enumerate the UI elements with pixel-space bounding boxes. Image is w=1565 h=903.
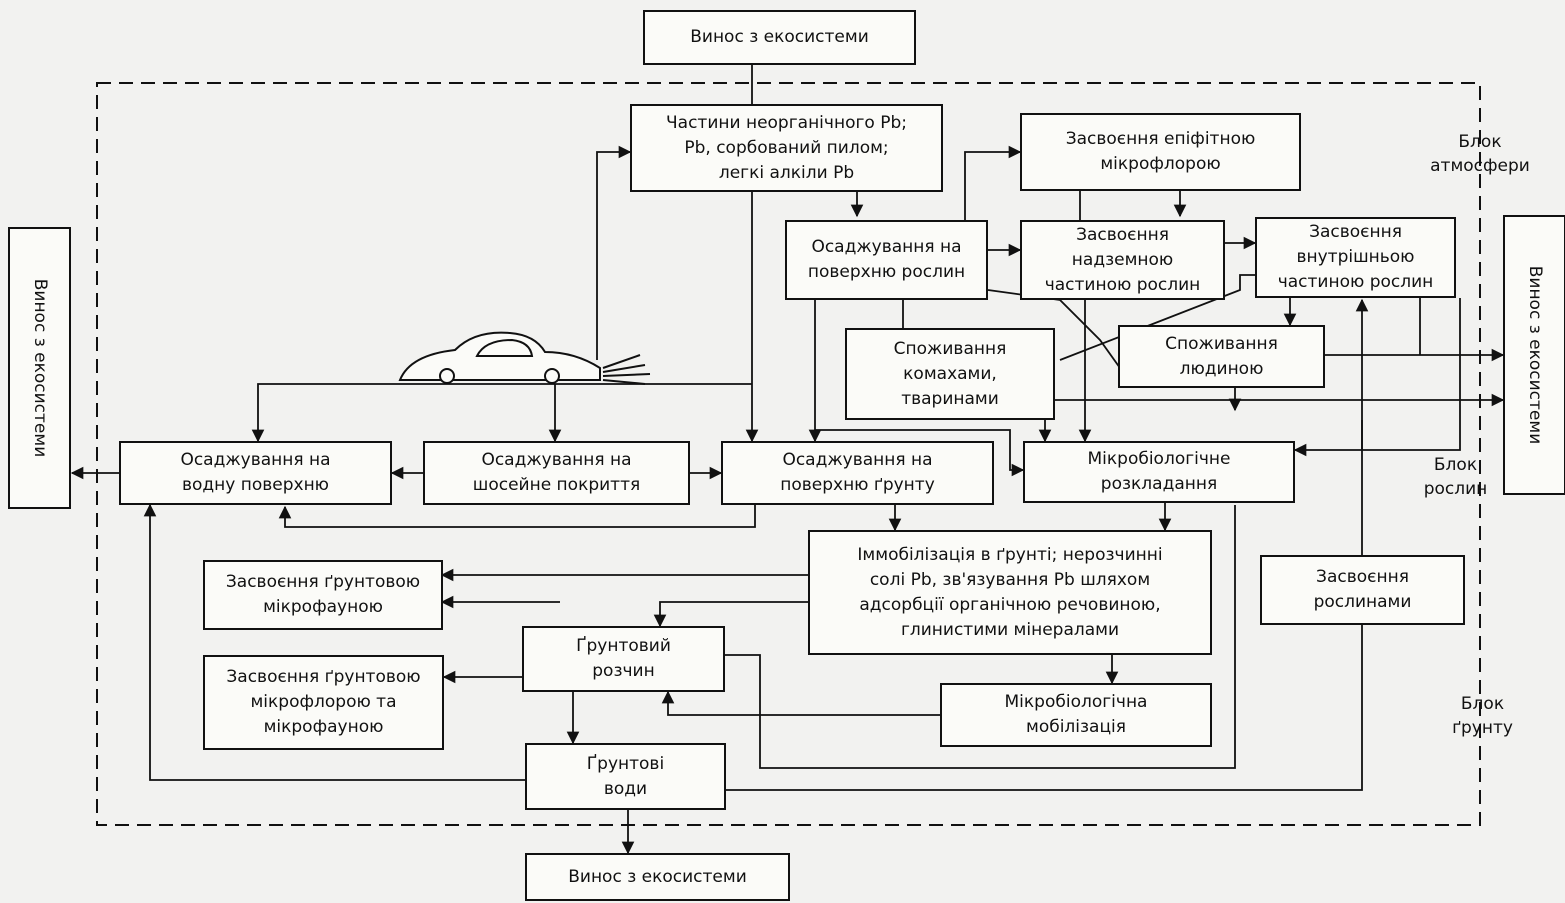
dep-soil-box: Осаджування на поверхню ґрунту [721,441,994,505]
above-ground-label: Засвоєння надземною частиною рослин [1044,224,1201,295]
connector [143,503,525,781]
connector [653,601,808,628]
soil-microfauna-box: Засвоєння ґрунтовою мікрофауною [203,560,443,630]
soil-solution-label: Ґрунтовий розчин [576,636,671,681]
out-top-box: Винос з екосистеми [643,10,916,65]
plants-uptake-box: Засвоєння рослинами [1260,555,1465,625]
dep-water-box: Осаджування на водну поверхню [119,441,392,505]
epiphyte-label: Засвоєння епіфітною мікрофлорою [1065,129,1256,174]
out-left-box: Винос з екосистеми [8,227,71,509]
dep-plants-box: Осаджування на поверхню рослин [785,220,988,300]
ecosystem-boundary [96,82,1481,826]
connector [964,145,1022,220]
human-box: Споживання людиною [1118,325,1325,388]
atmosphere-block-label: Блок атмосфери [1430,132,1530,176]
immobilization-label: Іммобілізація в ґрунті; нерозчинні солі … [857,544,1163,640]
particles-label: Частини неорганічного Pb; Pb, сорбований… [666,112,907,183]
internal-box: Засвоєння внутрішньою частиною рослин [1255,217,1456,298]
car-icon [398,331,651,385]
microbio-mobil-box: Мікробіологічна мобілізація [940,683,1212,747]
connector [278,505,756,528]
groundwater-label: Ґрунтові води [586,753,665,799]
connector [596,145,632,360]
connector [725,505,1236,769]
microbio-mobil-label: Мікробіологічна мобілізація [1004,692,1148,737]
dep-plants-label: Осаджування на поверхню рослин [807,237,966,282]
microbio-decomp-box: Мікробіологічне розкладання [1023,441,1295,503]
connector [1293,298,1461,457]
out-bottom-label: Винос з екосистеми [568,866,747,887]
out-bottom-box: Винос з екосистеми [525,853,790,901]
particles-box: Частини неорганічного Pb; Pb, сорбований… [630,104,943,192]
soil-block-label: Блок ґрунту [1452,694,1513,738]
immobilization-box: Іммобілізація в ґрунті; нерозчинні солі … [808,530,1212,655]
internal-label: Засвоєння внутрішньою частиною рослин [1277,222,1434,292]
out-right-label: Винос з екосистеми [1524,265,1545,445]
human-label: Споживання людиною [1165,333,1278,379]
microbio-decomp-label: Мікробіологічне розкладання [1087,449,1231,494]
soil-microflora-box: Засвоєння ґрунтовою мікрофлорою та мікро… [203,655,444,750]
plants-uptake-label: Засвоєння рослинами [1313,567,1412,612]
dep-road-box: Осаджування на шосейне покриття [423,441,690,505]
epiphyte-box: Засвоєння епіфітною мікрофлорою [1020,113,1301,191]
out-top-label: Винос з екосистеми [690,27,869,47]
connector [815,429,1025,477]
insects-box: Споживання комахами, тваринами [845,328,1055,420]
plants-block-label: Блок рослин [1423,455,1488,499]
soil-microfauna-label: Засвоєння ґрунтовою мікрофауною [225,572,421,617]
dep-soil-label: Осаджування на поверхню ґрунту [780,450,935,495]
dep-road-label: Осаджування на шосейне покриття [472,450,641,495]
connector [251,383,752,443]
soil-solution-box: Ґрунтовий розчин [522,626,725,692]
groundwater-box: Ґрунтові води [525,743,726,810]
soil-microflora-label: Засвоєння ґрунтовою мікрофлорою та мікро… [226,667,421,737]
insects-label: Споживання комахами, тваринами [893,338,1007,409]
connector [725,625,1363,791]
out-left-label: Винос з екосистеми [29,278,50,458]
connector [661,690,940,716]
out-right-box: Винос з екосистеми [1503,215,1565,495]
above-ground-box: Засвоєння надземною частиною рослин [1020,220,1225,300]
dep-water-label: Осаджування на водну поверхню [180,450,331,495]
